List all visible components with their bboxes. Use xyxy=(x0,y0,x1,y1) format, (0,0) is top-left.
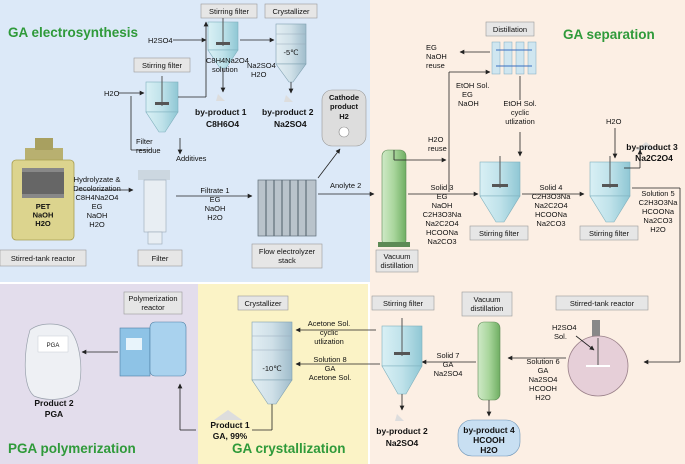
crystallizer-bottom xyxy=(251,321,293,405)
crystallizer-top-temp: -5℃ xyxy=(283,48,299,57)
anolyte2-label: Anolyte 2 xyxy=(330,181,361,190)
crystallizer-bottom-label: Crystallizer xyxy=(244,299,282,308)
section-title-electrosynthesis: GA electrosynthesis xyxy=(8,25,138,40)
distillation-top-label: Distillation xyxy=(493,25,527,34)
section-title-polymerization: PGA polymerization xyxy=(8,441,136,456)
stirring-filter-bottom xyxy=(381,318,423,395)
stirring-filter-left-label: Stirring filter xyxy=(142,61,183,70)
vacuum-distillation-column-1 xyxy=(378,149,410,247)
flow-electrolyzer-stack xyxy=(257,179,317,237)
h2o-left-label: H2O xyxy=(104,89,120,98)
pga-bag-text: PGA xyxy=(47,343,60,349)
vacuum-distillation-column-2 xyxy=(477,321,501,401)
stirred-tank-reactor-pet xyxy=(11,138,75,241)
filter-label: Filter xyxy=(152,254,169,263)
section-title-crystallization: GA crystallization xyxy=(232,441,346,456)
h2so4-top-label: H2SO4 xyxy=(148,36,173,45)
section-title-separation: GA separation xyxy=(563,27,655,42)
distillation-unit-top xyxy=(491,41,537,75)
stirring-filter-right xyxy=(589,156,631,223)
stirring-filter-mid-label: Stirring filter xyxy=(479,229,520,238)
crystallizer-top-label: Crystallizer xyxy=(272,7,310,16)
stirred-tank-reactor-2-label: Stirred-tank reactor xyxy=(570,299,635,308)
stirring-filter-top xyxy=(207,18,239,69)
h2o-right-label: H2O xyxy=(606,117,622,126)
filter xyxy=(138,170,170,245)
byproduct4-tank xyxy=(457,419,521,457)
cathode-product-vessel xyxy=(321,89,367,147)
polymerization-reactor xyxy=(119,321,187,377)
stirring-filter-right-label: Stirring filter xyxy=(589,229,630,238)
pga-bag xyxy=(24,323,82,400)
stirring-filter-mid xyxy=(479,156,521,223)
crystallizer-top xyxy=(275,23,307,83)
crystallizer-bottom-temp: -10℃ xyxy=(262,364,282,373)
stirring-filter-top-label: Stirring filter xyxy=(209,7,250,16)
stirring-filter-bottom-label: Stirring filter xyxy=(383,299,424,308)
stirred-tank-reactor-2 xyxy=(567,320,629,397)
stirred-tank-reactor-label: Stirred-tank reactor xyxy=(11,254,76,263)
stirring-filter-left xyxy=(145,76,179,133)
additives-label: Additives xyxy=(176,154,207,163)
